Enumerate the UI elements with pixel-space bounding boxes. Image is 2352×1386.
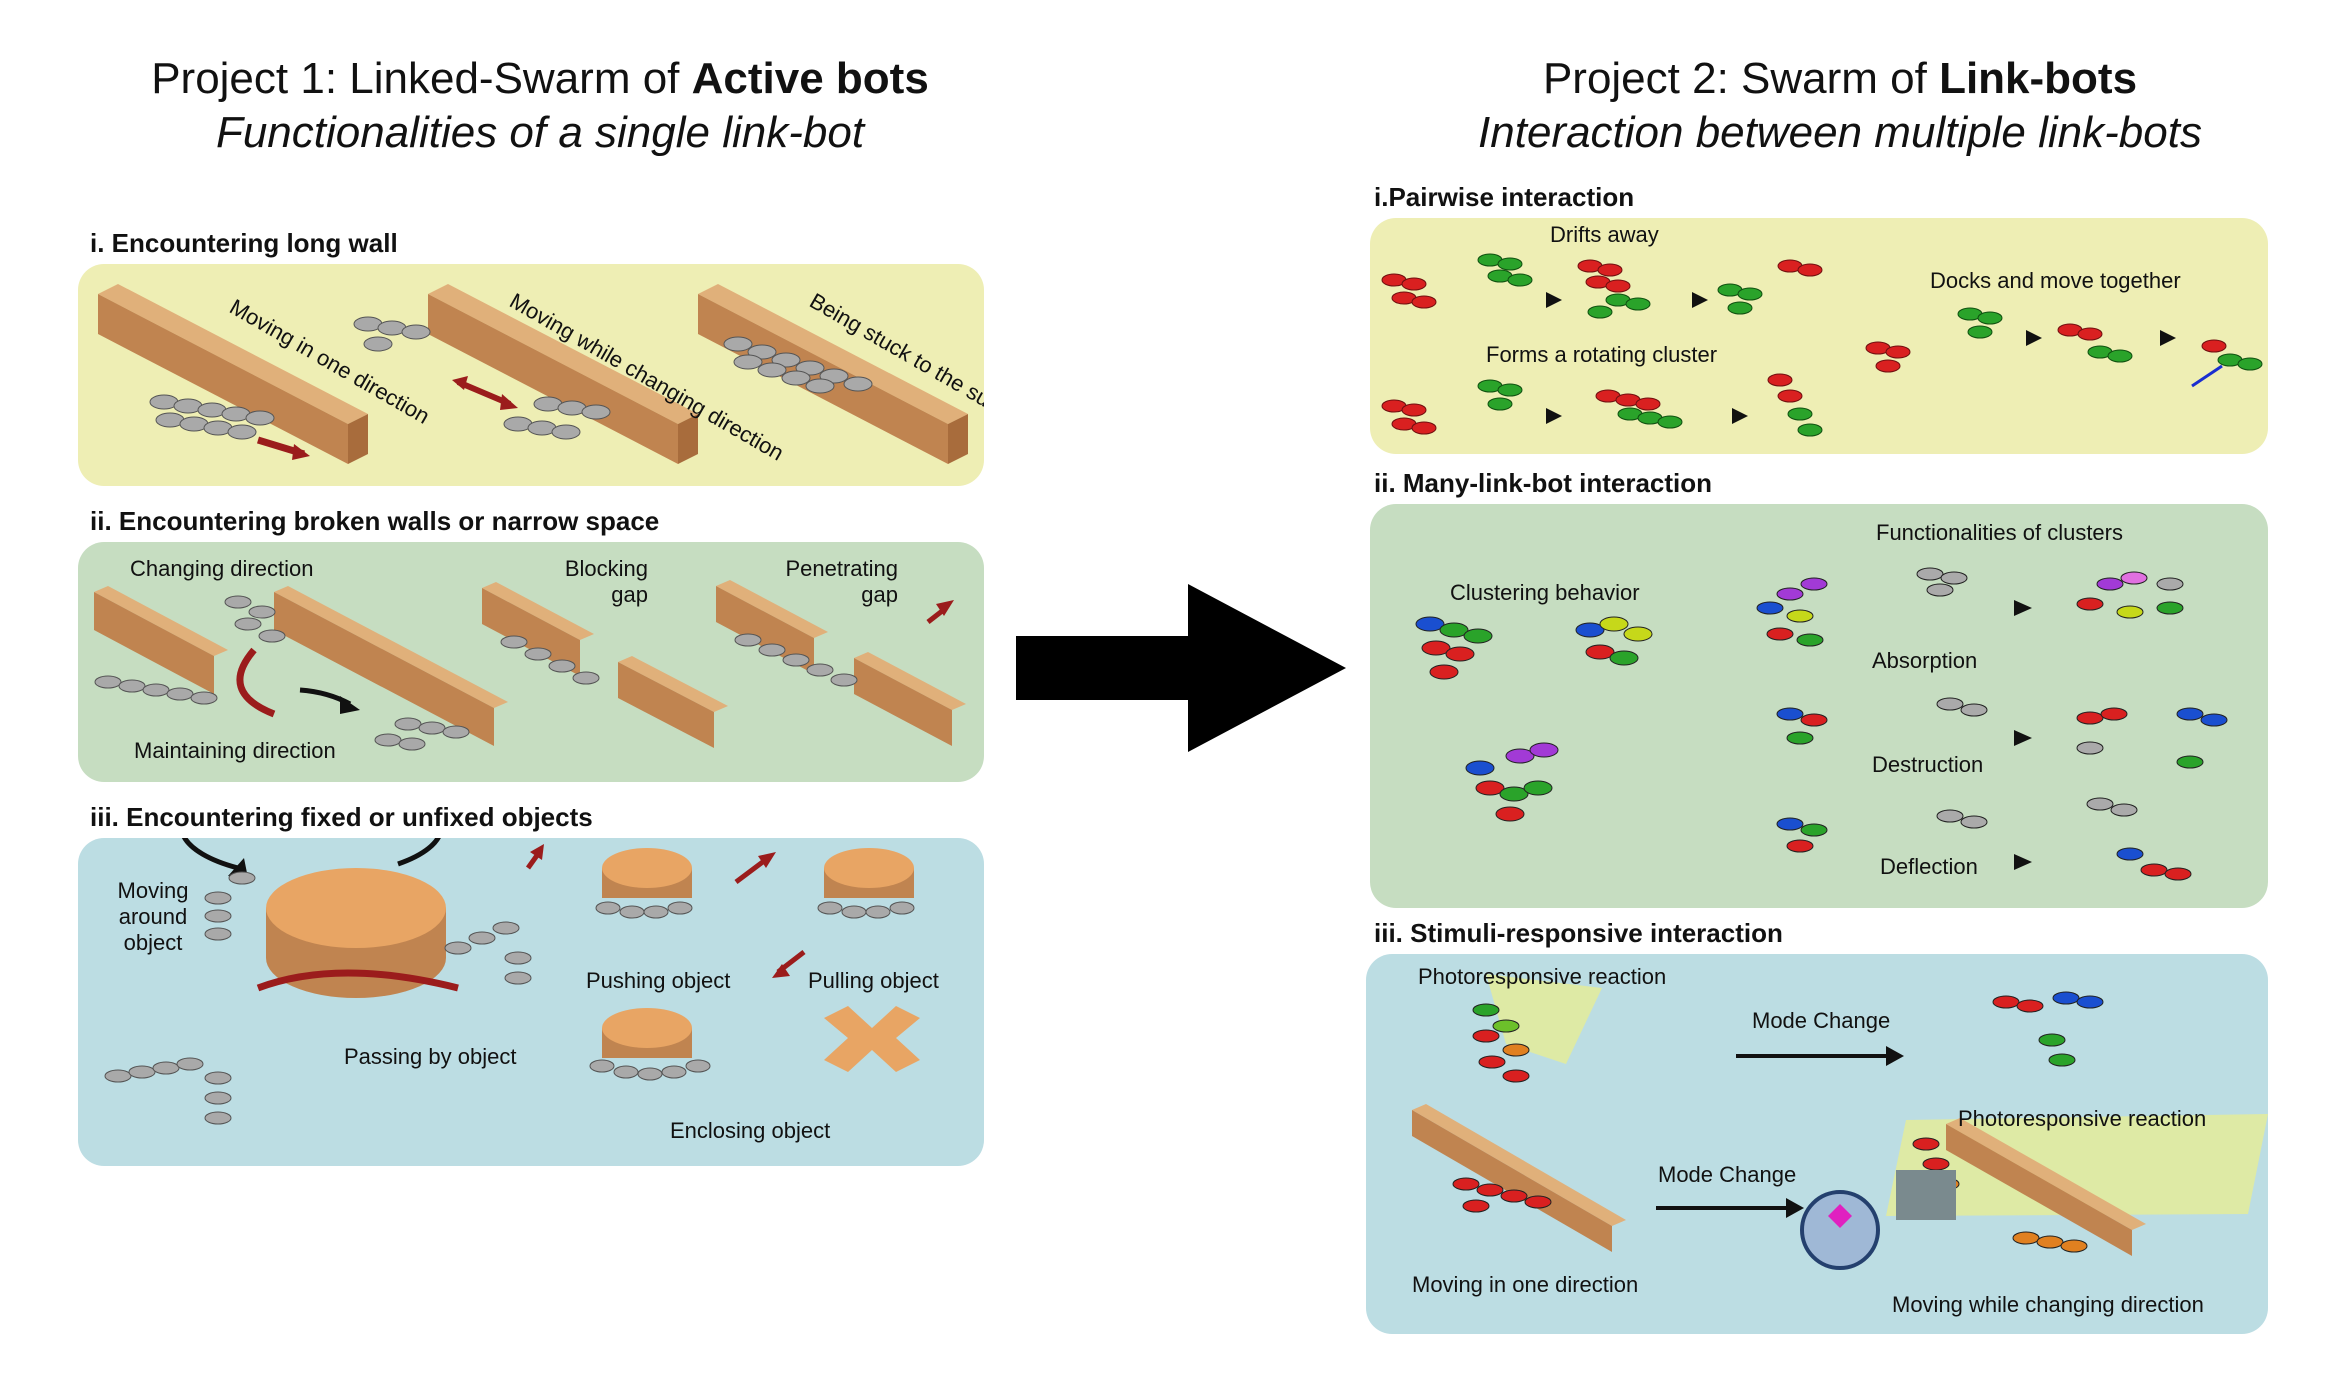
label-drifts-away: Drifts away	[1550, 222, 1659, 247]
large-object	[266, 868, 446, 948]
small-objects	[602, 848, 920, 1072]
label-destruction: Destruction	[1872, 752, 1984, 777]
label-rotating-cluster: Forms a rotating cluster	[1486, 342, 1718, 367]
left-panel-long-wall: Moving in one direction Moving while cha…	[78, 264, 984, 486]
label-passing-by-object: Passing by object	[344, 1044, 517, 1069]
magnifier-icon	[1800, 1190, 1880, 1270]
broken-walls-illustration	[94, 580, 966, 751]
label-clustering-behavior: Clustering behavior	[1450, 580, 1640, 605]
label-functionalities-clusters: Functionalities of clusters	[1876, 520, 2123, 545]
left-subtitle: Functionalities of a single link-bot	[215, 108, 865, 157]
label-enclosing-object: Enclosing object	[670, 1118, 831, 1143]
bot-red	[1381, 259, 2227, 435]
label-deflection: Deflection	[1880, 854, 1978, 879]
long-wall-illustration	[98, 284, 968, 464]
label-mode-change-1: Mode Change	[1752, 1008, 1891, 1033]
magnet-icon	[1828, 1204, 1852, 1228]
left-panel-objects: Moving around object Passing by object P…	[78, 838, 984, 1166]
right-title: Project 2: Swarm of Link-bots	[1360, 52, 2320, 106]
label-changing-direction: Changing direction	[130, 556, 314, 581]
label-docks-move-together: Docks and move together	[1930, 268, 2181, 293]
left-title-bold: Active bots	[691, 54, 929, 103]
right-title-prefix: Project 2: Swarm of	[1542, 54, 1940, 103]
label-photoresponsive-reaction-1: Photoresponsive reaction	[1418, 964, 1667, 989]
label-penetrating-gap: Penetrating gap	[785, 556, 898, 607]
right-title-bold: Link-bots	[1939, 54, 2138, 103]
bot-green	[1477, 253, 2263, 437]
bot-cluster-1	[149, 394, 275, 440]
label-moving-around-object: Moving around object	[117, 878, 189, 955]
left-section-1-heading: i. Encountering long wall	[90, 228, 398, 258]
label-absorption: Absorption	[1872, 648, 1978, 673]
arrow-head-red	[292, 444, 310, 460]
label-blocking-gap: Blocking gap	[564, 556, 648, 607]
label-maintaining-direction: Maintaining direction	[134, 738, 336, 763]
many-bot-illustration	[1415, 567, 2228, 881]
right-section-3-heading: iii. Stimuli-responsive interaction	[1374, 918, 1783, 948]
left-section-3-heading: iii. Encountering fixed or unfixed objec…	[90, 802, 593, 832]
x-shaped-object	[824, 1006, 920, 1072]
label-moving-one-direction-2: Moving in one direction	[1412, 1272, 1639, 1297]
bot-cluster-2	[353, 316, 611, 440]
bot-cluster-3	[723, 336, 873, 394]
stimuli-illustration	[1412, 974, 2268, 1270]
right-panel-pairwise: Drifts away Docks and move together Form…	[1370, 218, 2268, 454]
left-title-prefix: Project 1: Linked-Swarm of	[151, 54, 692, 103]
left-panel-broken-walls: Changing direction Blocking gap Penetrat…	[78, 542, 984, 782]
label-photoresponsive-reaction-2: Photoresponsive reaction	[1958, 1106, 2207, 1131]
right-subtitle: Interaction between multiple link-bots	[1478, 108, 2202, 157]
label-pushing-object: Pushing object	[586, 968, 731, 993]
left-section-2-heading: ii. Encountering broken walls or narrow …	[90, 506, 660, 536]
objects-illustration	[104, 838, 920, 1125]
label-pulling-object: Pulling object	[808, 968, 939, 993]
right-panel-many: Clustering behavior Functionalities of c…	[1370, 504, 2268, 908]
big-transition-arrow	[1016, 584, 1346, 752]
right-section-1-heading: i.Pairwise interaction	[1374, 182, 1635, 212]
left-title: Project 1: Linked-Swarm of Active bots	[60, 52, 1020, 106]
bot-clusters-broken	[94, 595, 858, 751]
right-section-2-heading: ii. Many-link-bot interaction	[1374, 468, 1713, 498]
inset-photo	[1896, 1170, 1956, 1220]
pairwise-illustration	[1381, 253, 2263, 437]
right-panel-stimuli: Photoresponsive reaction Mode Change Pho…	[1366, 954, 2268, 1334]
label-moving-changing-direction-2: Moving while changing direction	[1892, 1292, 2204, 1317]
label-mode-change-2: Mode Change	[1658, 1162, 1797, 1187]
